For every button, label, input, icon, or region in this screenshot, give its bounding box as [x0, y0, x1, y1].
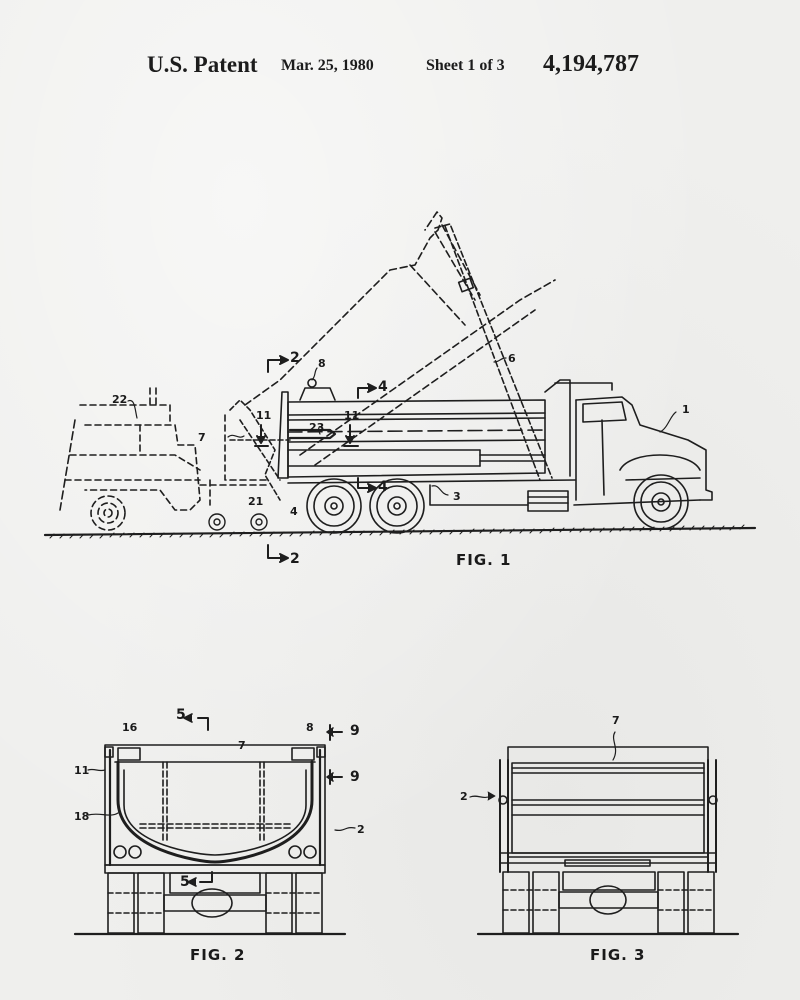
fig1-paver-wheels	[208, 513, 268, 531]
fig1-label-hopper: 21	[248, 495, 264, 508]
fig2-label-arm-18: 18	[74, 810, 90, 823]
fig1-label-section-4-bottom: 4	[378, 479, 388, 495]
fig1-cab	[527, 396, 713, 512]
fig1-label-hitch: 4	[290, 505, 298, 518]
patent-header: U.S. Patent Mar. 25, 1980 Sheet 1 of 3 4…	[0, 51, 800, 86]
fig2-label-body-2: 2	[357, 823, 365, 836]
fig3-caption: FIG. 3	[590, 946, 646, 964]
fig1-label-section-2-top: 2	[290, 350, 300, 366]
fig1-label-paver: 22	[112, 393, 128, 406]
fig1-label-hoist: 6	[508, 352, 516, 365]
fig1-hoist	[434, 223, 553, 481]
fig1-dump-body	[277, 378, 613, 484]
patent-number: 4,194,787	[543, 51, 639, 77]
fig1-paver	[59, 387, 271, 531]
fig2-label-side-11: 11	[74, 764, 90, 777]
fig1-section-arrows	[254, 355, 377, 563]
fig1-label-tailgate: 7	[198, 431, 206, 444]
fig1-ground	[43, 524, 757, 539]
fig1-leaders	[127, 357, 677, 496]
patent-title: U.S. Patent	[147, 52, 258, 77]
fig1-label-section-11b: 11	[344, 409, 360, 422]
fig2-label-section-5-bottom: 5	[180, 874, 190, 890]
fig3-label-body-2: 2	[460, 790, 468, 803]
fig2-label-section-9b: 9	[350, 769, 360, 785]
fig1-label-section-2-bottom: 2	[290, 551, 300, 567]
sheet-number: Sheet 1 of 3	[426, 57, 505, 74]
fig1-label-section-4-top: 4	[378, 379, 388, 395]
fig1-label-section-11a: 11	[256, 409, 272, 422]
patent-date: Mar. 25, 1980	[281, 57, 374, 74]
fig2-label-latch-box: 16	[122, 721, 138, 734]
fig1-wheels	[306, 474, 689, 534]
fig1-raised-body	[244, 211, 556, 466]
fig1-label-truck: 1	[682, 403, 690, 416]
fig1-label-ram: 23	[309, 421, 325, 434]
fig1-caption: FIG. 1	[456, 551, 512, 569]
fig2-drawing	[73, 713, 356, 936]
fig3-label-tailgate: 7	[612, 714, 620, 727]
fig2-caption: FIG. 2	[190, 946, 246, 964]
fig2-label-section-9a: 9	[350, 723, 360, 739]
fig2-label-hinge: 8	[306, 721, 314, 734]
fig3-drawing	[469, 731, 740, 936]
fig2-label-section-5-top: 5	[176, 707, 186, 723]
fig1-label-hinge: 8	[318, 357, 326, 370]
fig2-label-tailgate: 7	[238, 739, 246, 752]
fig1-label-frame: 3	[453, 490, 461, 503]
